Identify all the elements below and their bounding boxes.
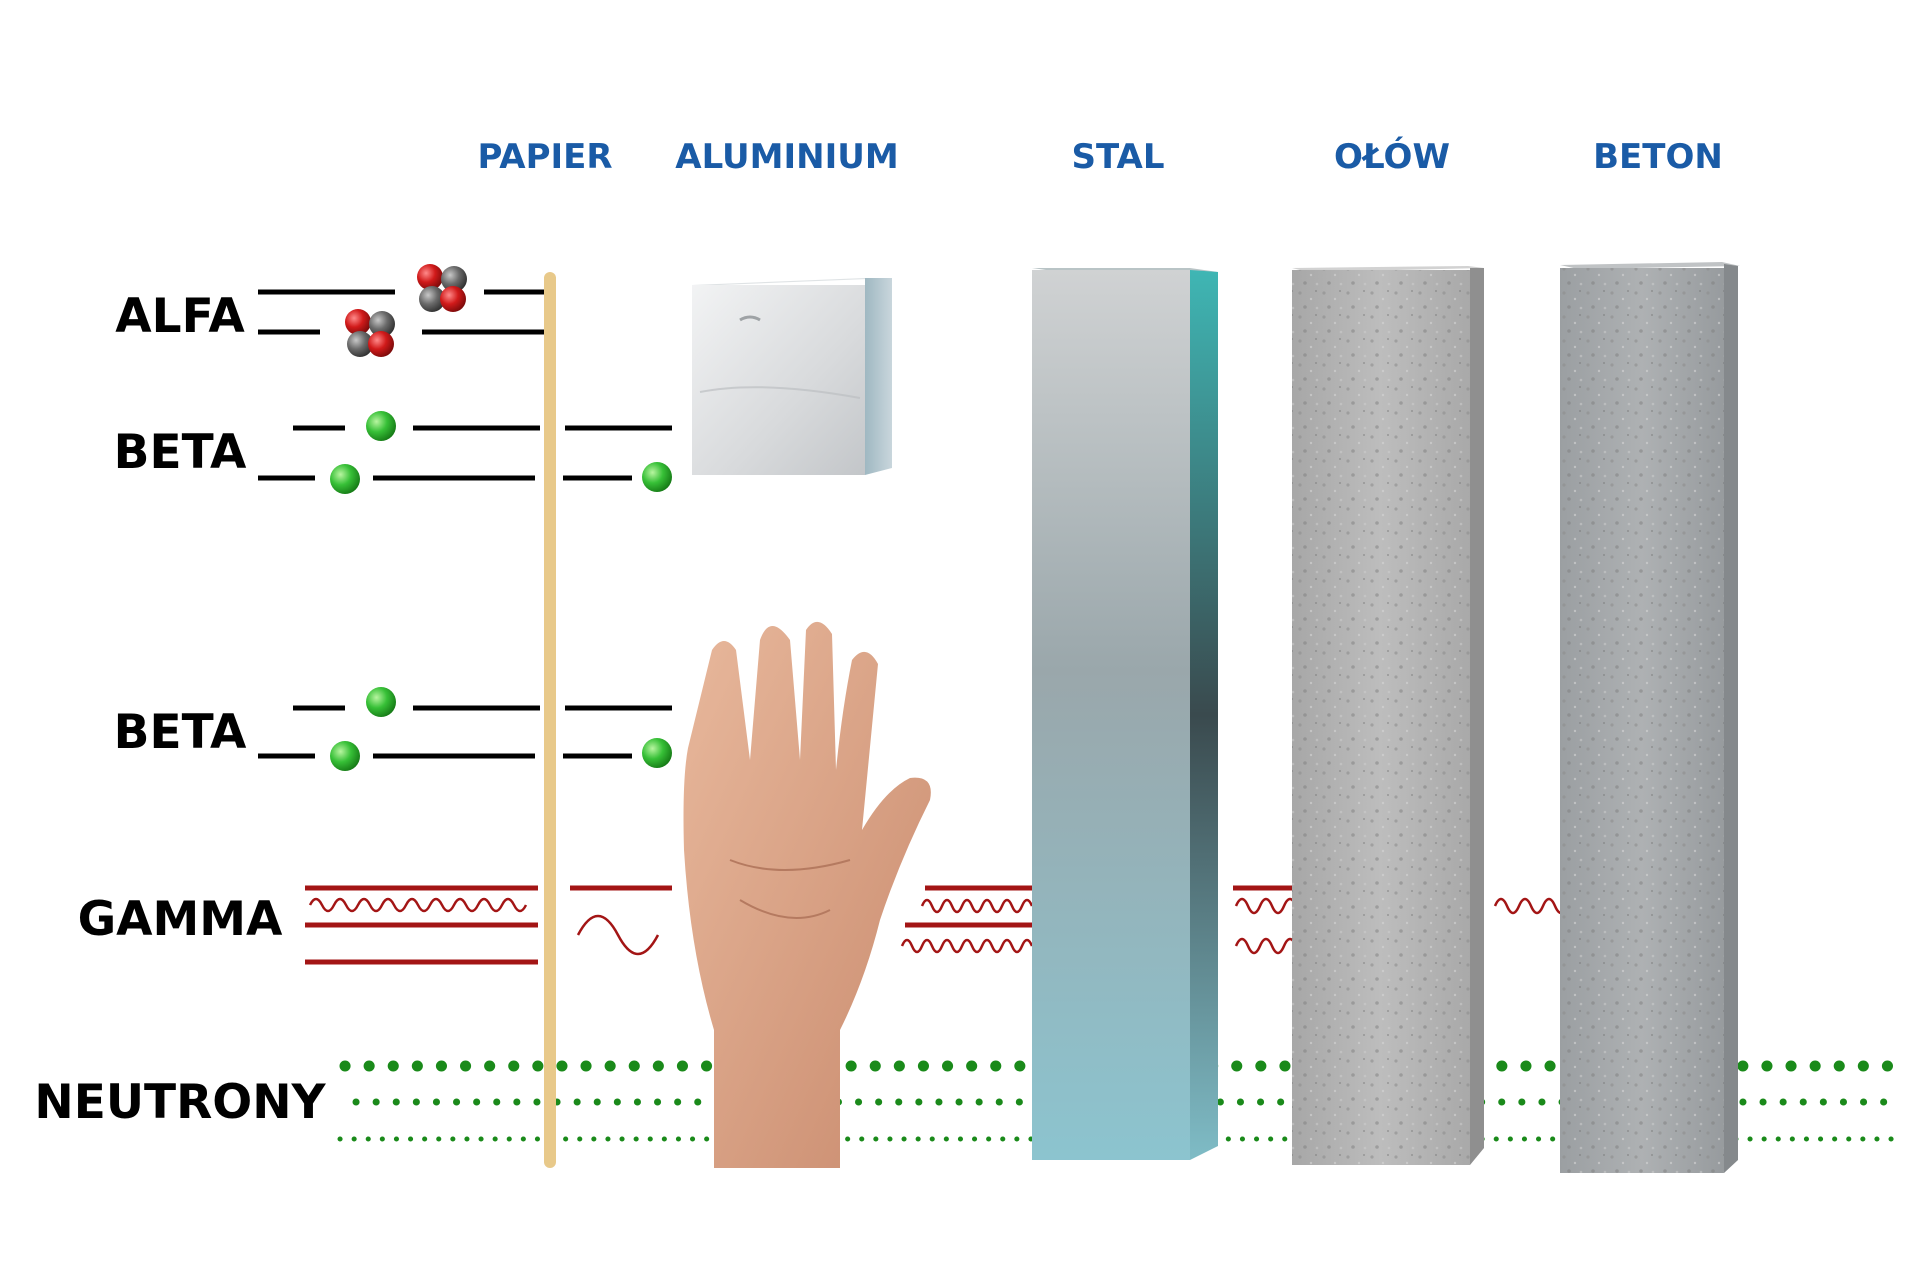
beta-particle-icon [330,741,360,771]
beta-particle-icon [642,738,672,768]
label-neutrons: NEUTRONY [34,1075,326,1130]
concrete-bar [1560,262,1740,1173]
label-alpha: ALFA [115,289,245,344]
beta-beams [258,425,672,759]
lead-bar [1292,266,1484,1165]
beta-particle-icon [366,411,396,441]
aluminium-block [692,278,892,475]
label-concrete: BETON [1593,137,1723,177]
beta-particle-icon [330,464,360,494]
label-steel: STAL [1071,137,1164,177]
steel-bar [1032,268,1218,1160]
beta-particle-icon [642,462,672,492]
label-paper: PAPIER [477,137,612,177]
alpha-particle-icon [345,309,395,357]
gamma-beams [305,885,1569,965]
label-beta-lower: BETA [114,705,247,760]
paper-sheet [544,272,556,1168]
label-aluminium: ALUMINIUM [675,137,898,177]
label-beta-upper: BETA [114,425,247,480]
alpha-beams [258,289,550,335]
alpha-particle-icon [417,264,467,312]
label-lead: OŁÓW [1334,136,1450,177]
hand-icon [683,621,931,1168]
beta-particle-icon [366,687,396,717]
label-gamma: GAMMA [78,892,283,947]
